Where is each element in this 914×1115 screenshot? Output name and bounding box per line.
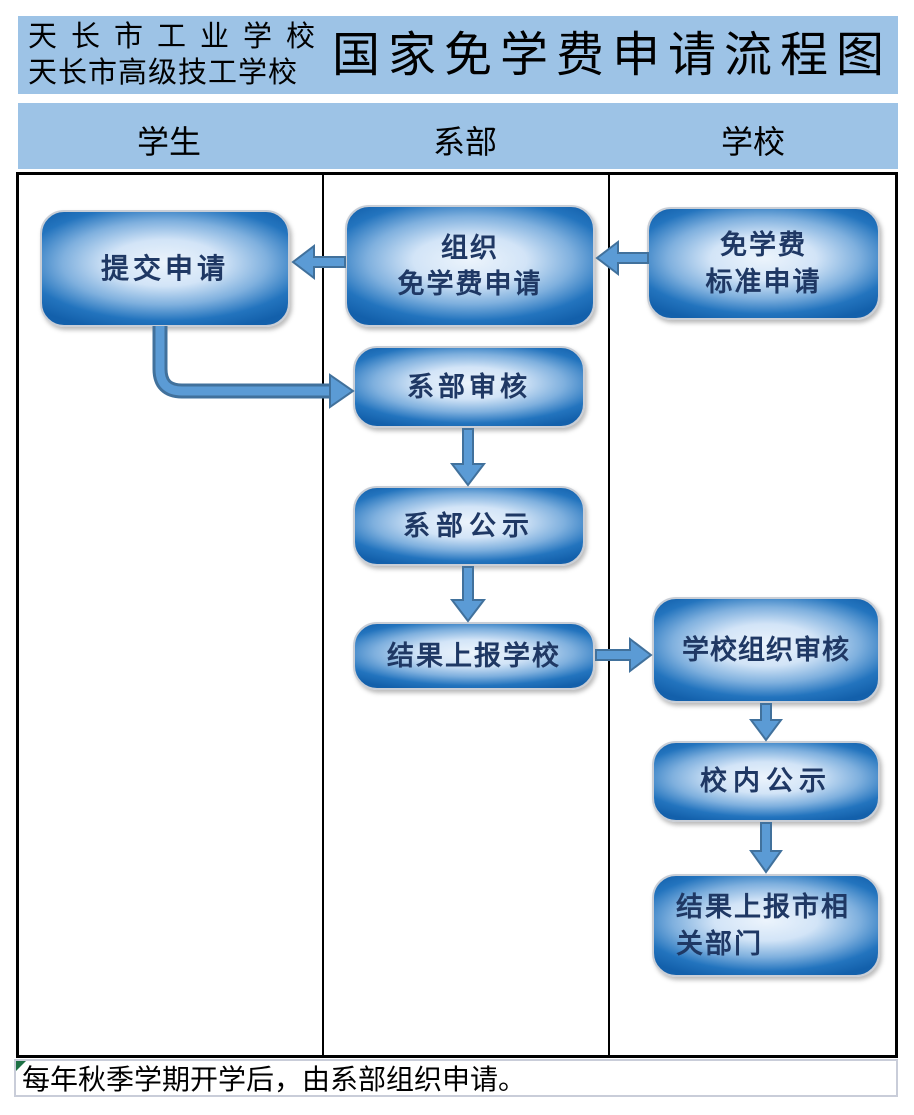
flow-node-school-publicity-label: 校内公示 xyxy=(700,766,832,797)
flow-node-organize-line2: 免学费申请 xyxy=(397,269,543,299)
comment-corner-marker xyxy=(16,1061,26,1071)
title-band: 天长市工业学校 天长市高级技工学校 国家免学费申请流程图 xyxy=(18,16,898,94)
school-name-line2: 天长市高级技工学校 xyxy=(28,57,299,89)
flow-node-dept-review: 系部审核 xyxy=(353,346,585,428)
flow-node-organize: 组织 免学费申请 xyxy=(345,205,595,327)
footer-note-cell: 每年秋季学期开学后，由系部组织申请。 xyxy=(14,1059,898,1097)
flow-node-dept-publicity: 系部公示 xyxy=(353,486,585,566)
flow-node-dept-review-label: 系部审核 xyxy=(407,371,531,402)
page-title: 国家免学费申请流程图 xyxy=(332,29,893,82)
flow-node-report-city-label: 结果上报市相关部门 xyxy=(676,892,850,959)
lane-header-student: 学生 xyxy=(136,124,202,160)
school-names: 天长市工业学校 天长市高级技工学校 xyxy=(28,19,329,91)
lane-header-department: 系部 xyxy=(432,124,498,160)
lane-header-school: 学校 xyxy=(720,124,786,160)
lane-header-band: 学生 系部 学校 xyxy=(18,103,898,169)
flow-node-standard-line2: 标准申请 xyxy=(705,266,822,297)
lane-divider-1 xyxy=(322,175,324,1055)
flow-node-report-city: 结果上报市相关部门 xyxy=(652,874,880,977)
flow-node-school-review: 学校组织审核 xyxy=(652,597,880,703)
flow-node-dept-publicity-label: 系部公示 xyxy=(403,510,535,541)
flow-node-submit-label: 提交申请 xyxy=(100,252,229,284)
school-name-line1: 天长市工业学校 xyxy=(28,21,330,53)
flow-node-school-review-label: 学校组织审核 xyxy=(682,634,850,665)
flow-node-report-school: 结果上报学校 xyxy=(353,622,595,690)
lane-divider-2 xyxy=(608,175,610,1055)
flow-node-report-school-label: 结果上报学校 xyxy=(387,640,561,671)
flow-node-standard: 免学费 标准申请 xyxy=(647,207,880,320)
flow-node-school-publicity: 校内公示 xyxy=(652,741,880,822)
flow-node-organize-line1: 组织 xyxy=(441,232,499,263)
flow-node-submit: 提交申请 xyxy=(40,210,290,327)
footer-note-text: 每年秋季学期开学后，由系部组织申请。 xyxy=(22,1064,527,1095)
flow-node-standard-line1: 免学费 xyxy=(720,230,807,261)
